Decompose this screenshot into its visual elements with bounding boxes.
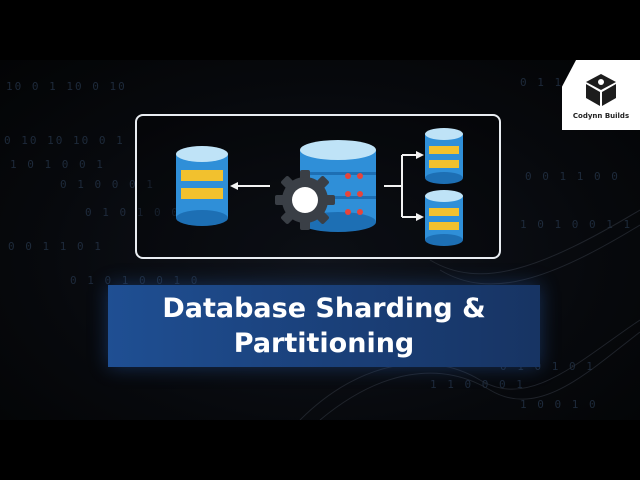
arrow-icon	[230, 182, 270, 190]
wave-lines	[299, 209, 640, 420]
brand-logo: Codynn Builds	[562, 60, 640, 130]
arrow-icon	[384, 151, 424, 221]
logo-icon	[586, 74, 616, 106]
title-line-2: Partitioning	[233, 328, 415, 359]
page-title: Database Sharding & Partitioning	[108, 285, 540, 367]
database-icon	[300, 140, 376, 232]
title-panel: Database Sharding & Partitioning	[108, 285, 540, 367]
database-icon	[425, 190, 463, 246]
sharding-diagram	[176, 128, 640, 420]
title-line-1: Database Sharding &	[162, 293, 486, 324]
thumbnail-frame: 10 0 1 10 0 10 0 10 10 10 0 1 1 0 1 0 0 …	[0, 60, 640, 420]
database-icon	[176, 146, 228, 226]
gear-icon	[275, 170, 335, 230]
database-icon	[425, 128, 463, 184]
brand-name: Codynn Builds	[572, 112, 630, 120]
